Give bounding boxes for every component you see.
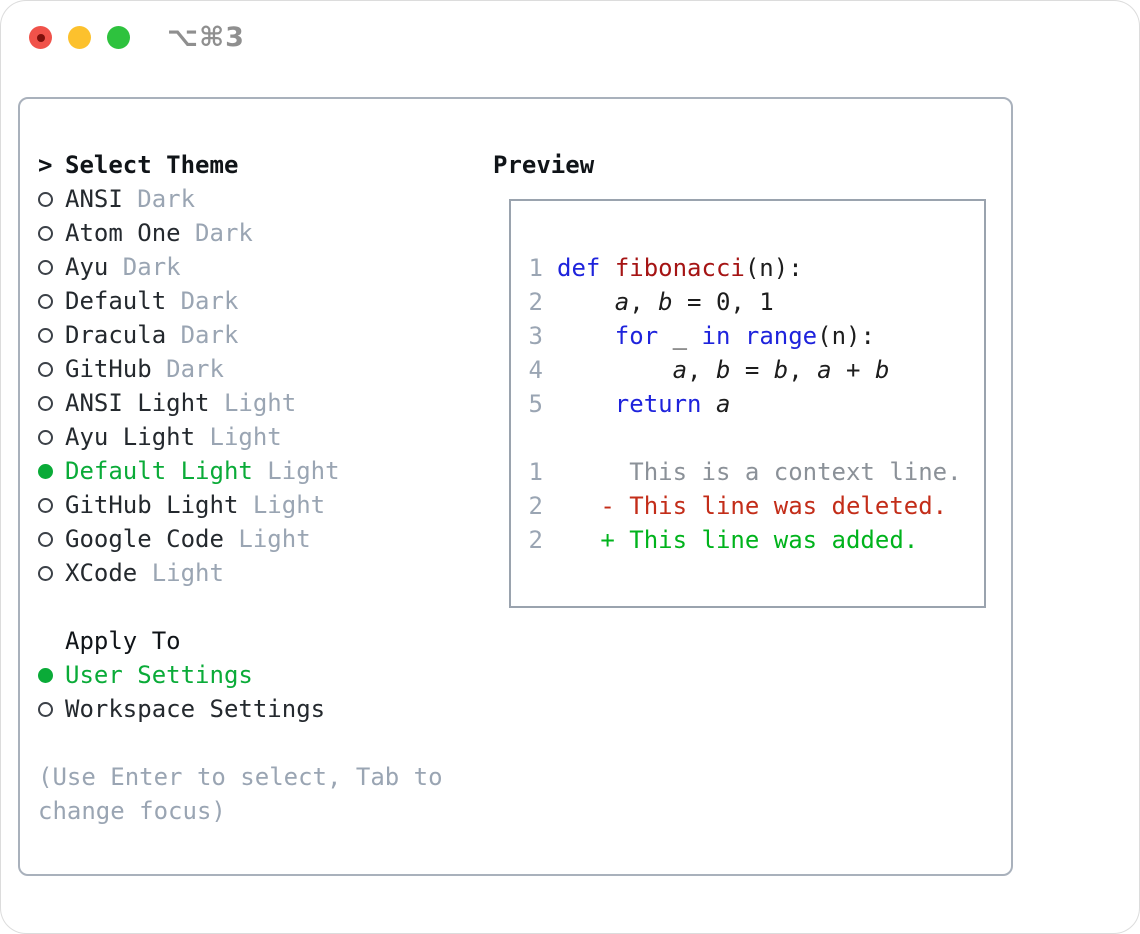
code-line: 5 return a xyxy=(528,387,974,421)
line-number: 4 xyxy=(528,356,543,384)
title-bar: ⌥⌘3 xyxy=(0,0,1140,74)
theme-picker-panel: > Select Theme ANSI Dark Atom One Dark Ay… xyxy=(18,97,1013,876)
radio-icon xyxy=(38,531,53,547)
select-theme-header: > Select Theme xyxy=(38,148,468,182)
line-number: 5 xyxy=(528,390,543,418)
line-number: 1 xyxy=(528,254,543,282)
radio-icon xyxy=(38,293,53,309)
radio-icon xyxy=(38,701,53,717)
diff-context-line: 1 This is a context line. xyxy=(528,455,974,489)
theme-option-ayu-dark[interactable]: Ayu Dark xyxy=(38,250,468,284)
theme-option-atom-one-dark[interactable]: Atom One Dark xyxy=(38,216,468,250)
apply-option-workspace-settings[interactable]: Workspace Settings xyxy=(38,692,468,726)
radio-icon xyxy=(38,327,53,343)
theme-list-column: > Select Theme ANSI Dark Atom One Dark Ay… xyxy=(38,148,468,828)
theme-option-github-light[interactable]: GitHub Light Light xyxy=(38,488,468,522)
radio-icon xyxy=(38,565,53,581)
theme-option-dracula-dark[interactable]: Dracula Dark xyxy=(38,318,468,352)
radio-selected-icon xyxy=(38,667,53,683)
code-line: 3 for _ in range(n): xyxy=(528,319,974,353)
close-modified-dot-icon xyxy=(36,33,45,42)
apply-to-header: Apply To xyxy=(65,627,181,655)
diff-deleted-line: 2 - This line was deleted. xyxy=(528,489,974,523)
theme-option-ansi-light[interactable]: ANSI Light Light xyxy=(38,386,468,420)
window-title: ⌥⌘3 xyxy=(167,22,245,53)
code-line: 4 a, b = b, a + b xyxy=(528,353,974,387)
line-number: 3 xyxy=(528,322,543,350)
help-text: (Use Enter to select, Tab to change focu… xyxy=(38,763,458,825)
preview-title: Preview xyxy=(493,151,595,179)
line-number: 2 xyxy=(528,526,543,554)
diff-preview: 1 This is a context line. 2 - This line … xyxy=(528,455,974,557)
radio-icon xyxy=(38,225,53,241)
theme-option-default-light[interactable]: Default Light Light xyxy=(38,454,468,488)
radio-icon xyxy=(38,429,53,445)
minimize-button[interactable] xyxy=(68,26,91,49)
close-button[interactable] xyxy=(29,26,52,49)
theme-option-ansi-dark[interactable]: ANSI Dark xyxy=(38,182,468,216)
radio-icon xyxy=(38,395,53,411)
select-theme-title: Select Theme xyxy=(65,151,239,179)
maximize-button[interactable] xyxy=(107,26,130,49)
theme-option-google-code-light[interactable]: Google Code Light xyxy=(38,522,468,556)
radio-icon xyxy=(38,497,53,513)
line-number: 2 xyxy=(528,288,543,316)
line-number: 2 xyxy=(528,492,543,520)
theme-option-xcode-light[interactable]: XCode Light xyxy=(38,556,468,590)
radio-icon xyxy=(38,361,53,377)
apply-option-user-settings[interactable]: User Settings xyxy=(38,658,468,692)
radio-selected-icon xyxy=(38,463,53,479)
radio-icon xyxy=(38,259,53,275)
theme-option-github-dark[interactable]: GitHub Dark xyxy=(38,352,468,386)
diff-added-line: 2 + This line was added. xyxy=(528,523,974,557)
theme-option-default-dark[interactable]: Default Dark xyxy=(38,284,468,318)
radio-icon xyxy=(38,191,53,207)
theme-option-ayu-light[interactable]: Ayu Light Light xyxy=(38,420,468,454)
prompt-caret: > xyxy=(38,151,53,179)
line-number: 1 xyxy=(528,458,543,486)
code-line: 2 a, b = 0, 1 xyxy=(528,285,974,319)
